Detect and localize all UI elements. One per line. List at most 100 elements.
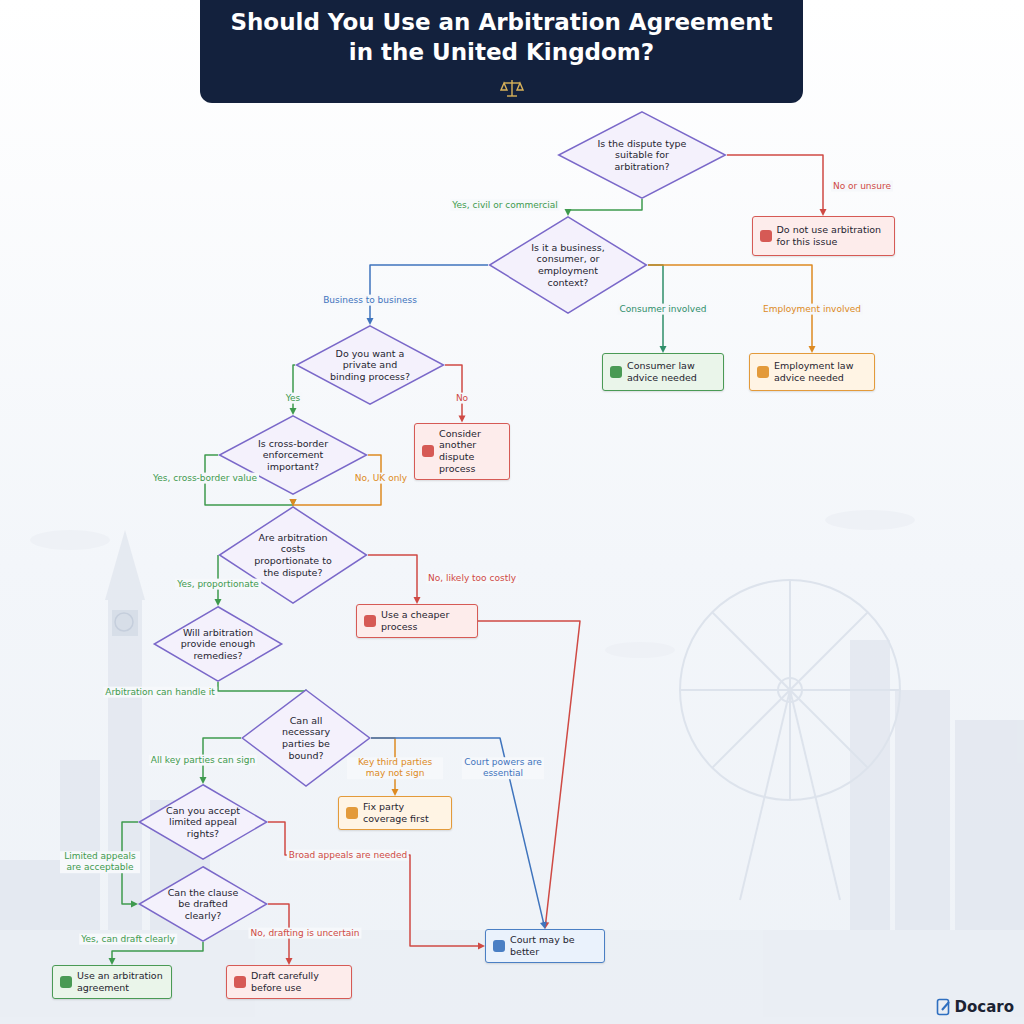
- arrow-head: [109, 958, 116, 965]
- decision-diamond: Do you want a private and binding proces…: [295, 325, 445, 405]
- outcome-box: Consumer law advice needed: [602, 353, 724, 391]
- arrow-head: [200, 777, 207, 784]
- node-label: Fix party coverage first: [363, 801, 445, 824]
- edge-label: Yes: [284, 393, 303, 404]
- edge-label: Yes, can draft clearly: [79, 934, 177, 945]
- box-icon: [493, 940, 505, 952]
- node-label: Is the dispute type suitable for arbitra…: [591, 138, 693, 173]
- brand-logo: Docaro: [936, 998, 1014, 1016]
- arrow-head: [290, 408, 297, 415]
- node-label: Consider another dispute process: [439, 428, 503, 474]
- decision-diamond: Is it a business, consumer, or employmen…: [488, 216, 648, 314]
- scales-icon: [500, 78, 524, 98]
- edge-label: Limited appeals are acceptable: [60, 851, 140, 873]
- node-text: Use an arbitration agreement: [53, 970, 171, 993]
- outcome-box: Employment law advice needed: [749, 353, 875, 391]
- connector: [727, 155, 827, 216]
- logo-pen: [942, 1002, 949, 1010]
- edge-label: No, likely too costly: [426, 573, 518, 584]
- logo-icon: [936, 998, 952, 1016]
- edge-label: Yes, proportionate: [175, 579, 261, 590]
- node-label: Are arbitration costs proportionate to t…: [248, 532, 338, 578]
- connector-line: [218, 682, 306, 691]
- node-text: Employment law advice needed: [750, 360, 874, 383]
- node-text: Use a cheaper process: [357, 609, 477, 632]
- outcome-box: Use an arbitration agreement: [52, 965, 172, 999]
- diamond-shape: [154, 607, 281, 681]
- node-label: Court may be better: [510, 934, 598, 957]
- box-icon: [760, 230, 772, 242]
- edge-label: Arbitration can handle it: [103, 687, 217, 698]
- node-text: Consider another dispute process: [415, 428, 509, 474]
- outcome-box: Court may be better: [485, 929, 605, 963]
- edge-label: Yes, civil or commercial: [450, 200, 559, 211]
- outcome-box: Draft carefully before use: [226, 965, 352, 999]
- node-text: Is the dispute type suitable for arbitra…: [591, 138, 693, 173]
- edge-label: Business to business: [321, 295, 419, 306]
- node-label: Will arbitration provide enough remedies…: [179, 627, 257, 662]
- node-label: Is it a business, consumer, or employmen…: [520, 242, 616, 288]
- box-icon: [234, 976, 246, 988]
- node-text: Are arbitration costs proportionate to t…: [248, 532, 338, 578]
- node-text: Is cross-border enforcement important?: [248, 438, 338, 473]
- node-text: Is it a business, consumer, or employmen…: [520, 242, 616, 288]
- decision-diamond: Will arbitration provide enough remedies…: [153, 606, 283, 682]
- node-text: Can you accept limited appeal rights?: [164, 805, 242, 840]
- connector-line: [370, 265, 488, 319]
- node-label: Can the clause be drafted clearly?: [164, 887, 242, 922]
- node-text: Can the clause be drafted clearly?: [164, 887, 242, 922]
- node-text: Do you want a private and binding proces…: [325, 348, 415, 383]
- edge-label: No, drafting is uncertain: [248, 928, 361, 939]
- edge-label: Yes, cross-border value: [151, 473, 259, 484]
- decision-diamond: Is the dispute type suitable for arbitra…: [557, 111, 727, 199]
- edge-label: Broad appeals are needed: [287, 850, 409, 861]
- outcome-box: Consider another dispute process: [414, 423, 510, 480]
- edge-label: No, UK only: [353, 473, 409, 484]
- node-label: Use a cheaper process: [381, 609, 471, 632]
- box-icon: [364, 615, 376, 627]
- arrow-head: [459, 416, 466, 423]
- outcome-box: Use a cheaper process: [356, 604, 478, 638]
- arrow-head: [809, 346, 816, 353]
- connector-line: [568, 199, 642, 213]
- arrow-head: [131, 901, 138, 908]
- box-icon: [60, 976, 72, 988]
- arrow-head: [540, 921, 547, 929]
- arrow-head: [565, 209, 572, 216]
- diamond-shape: [490, 217, 647, 313]
- box-icon: [610, 366, 622, 378]
- node-label: Can you accept limited appeal rights?: [164, 805, 242, 840]
- connector-line: [217, 555, 219, 600]
- node-text: Can all necessary parties be bound?: [267, 715, 345, 761]
- node-label: Is cross-border enforcement important?: [248, 438, 338, 473]
- arrow-head: [290, 499, 297, 506]
- node-text: Court may be better: [486, 934, 604, 957]
- outcome-box: Do not use arbitration for this issue: [752, 216, 895, 256]
- node-text: Draft carefully before use: [227, 970, 351, 993]
- box-icon: [757, 366, 769, 378]
- node-label: Can all necessary parties be bound?: [267, 715, 345, 761]
- arrow-head: [660, 346, 667, 353]
- edge-label: No: [454, 393, 470, 404]
- connector: [290, 365, 297, 415]
- edge-label: No or unsure: [831, 181, 893, 192]
- arrow-head: [820, 209, 827, 216]
- edge-label: Court powers are essential: [462, 757, 544, 779]
- outcome-box: Fix party coverage first: [338, 796, 452, 830]
- node-label: Draft carefully before use: [251, 970, 345, 993]
- node-label: Consumer law advice needed: [627, 360, 717, 383]
- diamond-shape: [139, 785, 266, 859]
- label-text: Docaro: [955, 998, 1014, 1016]
- arrow-head: [392, 789, 399, 796]
- node-label: Do you want a private and binding proces…: [325, 348, 415, 383]
- connector: [109, 942, 204, 965]
- arrow-head: [414, 597, 421, 604]
- connector-line: [368, 555, 417, 598]
- diamond-shape: [297, 326, 444, 404]
- diamond-shape: [559, 112, 726, 198]
- decision-diamond: Can you accept limited appeal rights?: [138, 784, 268, 860]
- connector-line: [112, 942, 203, 959]
